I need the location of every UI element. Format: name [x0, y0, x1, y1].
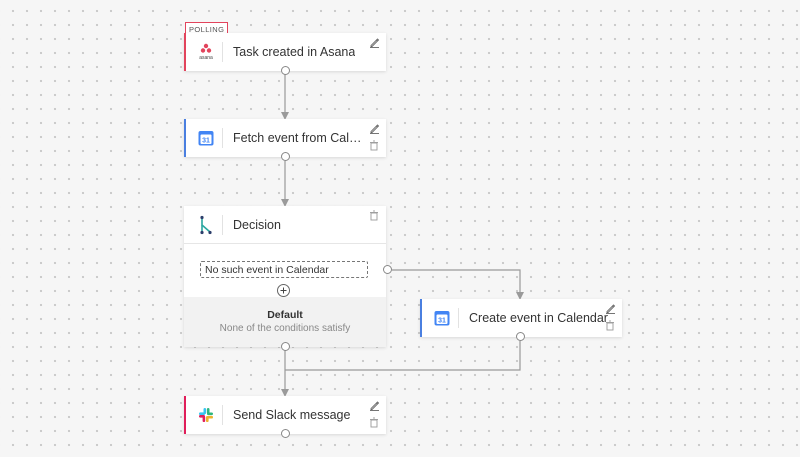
output-port[interactable] [281, 66, 290, 75]
google-calendar-icon: 31 [194, 126, 218, 150]
wire-condition-to-create [392, 269, 524, 300]
decision-header: Decision [184, 206, 386, 244]
icon-separator [222, 215, 223, 235]
default-branch-subtitle: None of the conditions satisfy [219, 323, 351, 334]
header-divider [184, 243, 386, 244]
plus-icon [280, 287, 287, 294]
node-title: Fetch event from Calen... [233, 131, 363, 145]
default-output-port[interactable] [281, 342, 290, 351]
decision-node[interactable]: Decision No such event in Calendar Defau… [184, 206, 392, 351]
svg-text:asana: asana [199, 55, 213, 61]
trigger-node[interactable]: asana Task created in Asana [184, 33, 386, 75]
node-accent-bar [184, 396, 186, 434]
node-title: Create event in Calendar [469, 311, 608, 325]
delete-icon[interactable] [604, 319, 616, 331]
icon-separator [222, 128, 223, 148]
svg-text:31: 31 [438, 318, 446, 325]
delete-icon[interactable] [368, 209, 380, 221]
wire-create-to-slack [285, 341, 521, 371]
edit-icon[interactable] [368, 399, 380, 411]
output-port[interactable] [516, 332, 525, 341]
node-title: Send Slack message [233, 408, 351, 422]
decision-branch-icon [194, 213, 218, 237]
node-title: Task created in Asana [233, 45, 356, 59]
fetch-event-node[interactable]: 31 Fetch event from Calen... [184, 119, 386, 161]
delete-icon[interactable] [368, 139, 380, 151]
icon-separator [458, 308, 459, 328]
condition-branch[interactable]: No such event in Calendar [200, 261, 368, 278]
svg-text:31: 31 [202, 138, 210, 145]
slack-logo-icon [194, 403, 218, 427]
google-calendar-icon: 31 [430, 306, 454, 330]
edit-icon[interactable] [368, 122, 380, 134]
node-accent-bar [184, 33, 186, 71]
node-title: Decision [233, 218, 281, 232]
icon-separator [222, 42, 223, 62]
send-slack-node[interactable]: Send Slack message [184, 396, 386, 438]
condition-output-port[interactable] [383, 265, 392, 274]
polling-badge: POLLING [185, 22, 229, 35]
output-port[interactable] [281, 152, 290, 161]
node-accent-bar [420, 299, 422, 337]
edit-icon[interactable] [368, 36, 380, 48]
default-branch[interactable]: Default None of the conditions satisfy [184, 297, 386, 347]
create-event-node[interactable]: 31 Create event in Calendar [420, 299, 622, 341]
asana-logo-icon: asana [194, 40, 218, 64]
edit-icon[interactable] [604, 302, 616, 314]
output-port[interactable] [281, 429, 290, 438]
delete-icon[interactable] [368, 416, 380, 428]
icon-separator [222, 405, 223, 425]
node-accent-bar [184, 119, 186, 157]
default-branch-title: Default [267, 309, 303, 321]
add-condition-button[interactable] [277, 284, 290, 297]
